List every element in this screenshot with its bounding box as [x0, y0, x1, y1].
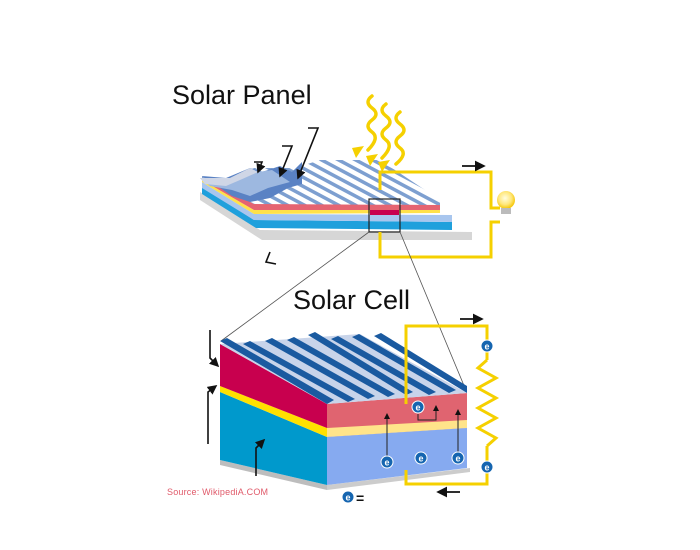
svg-text:e: e — [484, 342, 489, 352]
cell-contact-fingers — [220, 332, 467, 404]
panel-back-contact — [200, 192, 472, 240]
arrow-pointer-p-layer — [254, 438, 266, 476]
cell-junction-front — [327, 420, 467, 437]
legend-equals: = — [356, 490, 365, 506]
arrow-pointer-base — [264, 251, 277, 265]
panel-pointer-arrows — [254, 127, 320, 265]
electron-icon: e — [480, 460, 494, 474]
cell-pointer-arrows — [206, 330, 266, 476]
solar-cell-illustration — [220, 332, 470, 490]
cell-p-layer-front — [327, 428, 467, 485]
panel-glass-layer — [200, 168, 290, 196]
light-bulb-icon — [497, 191, 515, 214]
sunlight-rays-icon — [352, 94, 406, 172]
arrow-pointer-n-layer — [208, 330, 220, 368]
electron-icon: e — [480, 339, 494, 353]
arrow-pointer-coating — [278, 145, 294, 178]
panel-light-layer — [202, 182, 452, 222]
cell-n-layer-side — [220, 344, 327, 428]
arrow-pointer-glass — [254, 161, 266, 174]
svg-text:e: e — [484, 463, 489, 473]
zoom-region-n-layer — [370, 210, 399, 215]
arrow-pointer-grid — [296, 127, 320, 180]
zoom-region-box — [368, 198, 401, 233]
solar-cell-title: Solar Cell — [293, 285, 411, 315]
cell-p-layer-side — [220, 392, 327, 485]
svg-text:e: e — [384, 458, 389, 468]
resistor-load — [474, 358, 500, 448]
source-credit: Source: WikipediA.COM — [167, 487, 269, 497]
electron-icon: e — [411, 400, 425, 414]
panel-junction — [202, 180, 440, 214]
svg-text:e: e — [415, 403, 420, 413]
arrow-pointer-junction — [206, 385, 218, 444]
cell-back-contact-front — [327, 468, 470, 490]
electron-icon: e — [451, 451, 465, 465]
zoom-connector-right — [399, 231, 466, 389]
solar-panel-title: Solar Panel — [172, 80, 312, 110]
panel-n-layer — [202, 176, 440, 210]
panel-p-layer — [202, 186, 452, 230]
cell-back-contact-side — [220, 460, 327, 490]
electron-paths — [384, 405, 461, 460]
electron-icon: e — [380, 455, 394, 469]
electron-icon: e — [414, 451, 428, 465]
legend-electron-icon: e — [341, 490, 355, 504]
svg-text:e: e — [345, 493, 350, 503]
svg-text:e: e — [418, 454, 423, 464]
panel-circuit-wire — [378, 170, 500, 259]
zoom-connector-left — [220, 231, 370, 342]
panel-glass-cover — [200, 168, 258, 186]
svg-text:e: e — [455, 454, 460, 464]
cell-junction-side — [220, 386, 327, 437]
